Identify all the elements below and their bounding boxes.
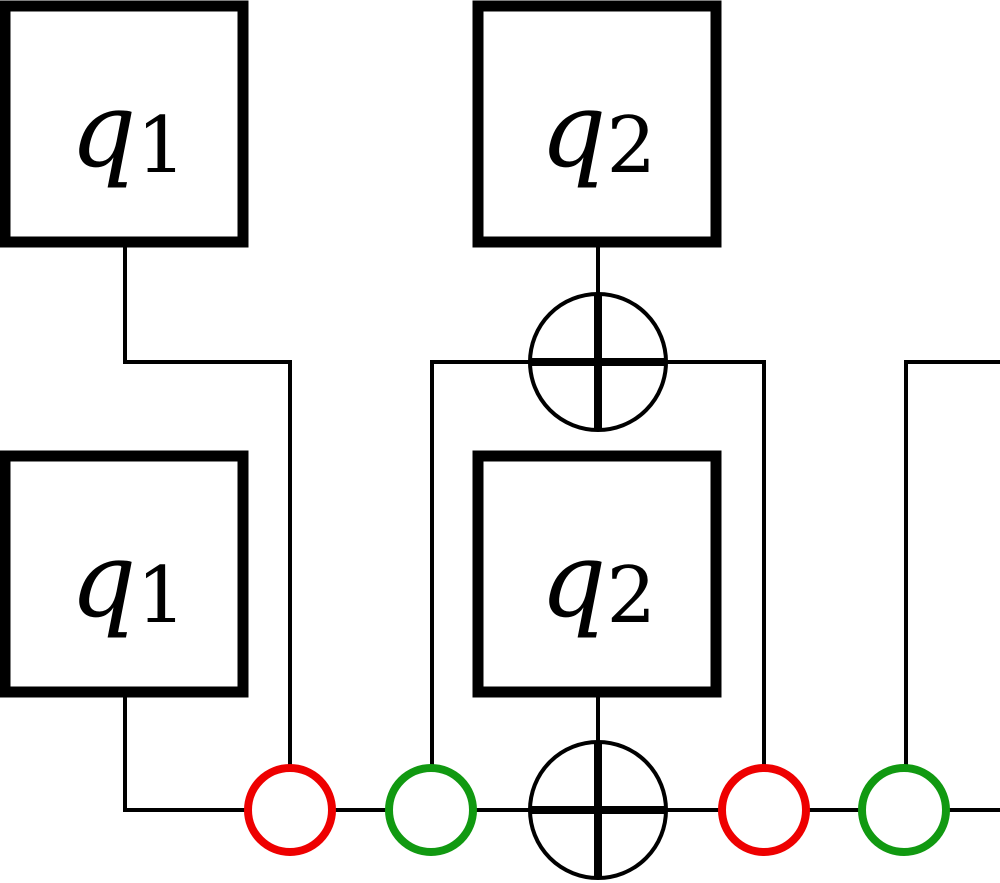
box-q1-top-sub: 1: [136, 101, 186, 191]
box-q1-bottom-sub: 1: [136, 551, 186, 641]
node-red-2: [718, 764, 810, 856]
xor-lower: [528, 740, 668, 880]
box-q1-bottom: q1: [0, 450, 249, 698]
box-q2-bottom-var: q: [540, 519, 607, 641]
wire-q1-top-to-red-node: [123, 245, 292, 768]
svg-text:q2: q2: [540, 519, 656, 641]
box-q1-top-var: q: [70, 69, 137, 191]
wire-q1-bottom-to-line: [123, 697, 246, 812]
wire-upper-xor-to-red-node: [667, 360, 766, 768]
box-q2-top: q2: [472, 0, 722, 248]
wire-upper-xor-to-green-node: [430, 360, 529, 768]
svg-text:q2: q2: [540, 69, 656, 191]
svg-text:q1: q1: [70, 69, 186, 191]
node-green-2: [858, 764, 950, 856]
xor-upper: [528, 292, 668, 432]
svg-text:q1: q1: [70, 519, 186, 641]
box-q2-bottom-sub: 2: [606, 551, 656, 641]
box-q2-top-sub: 2: [606, 101, 656, 191]
box-q2-bottom: q2: [472, 450, 722, 698]
box-q2-top-var: q: [540, 69, 607, 191]
box-q1-top: q1: [0, 0, 249, 248]
box-q1-bottom-var: q: [70, 519, 137, 641]
wire-green-node-to-right: [904, 360, 1000, 768]
node-green-1: [385, 764, 477, 856]
wires: [123, 245, 1000, 812]
node-red-1: [244, 764, 336, 856]
